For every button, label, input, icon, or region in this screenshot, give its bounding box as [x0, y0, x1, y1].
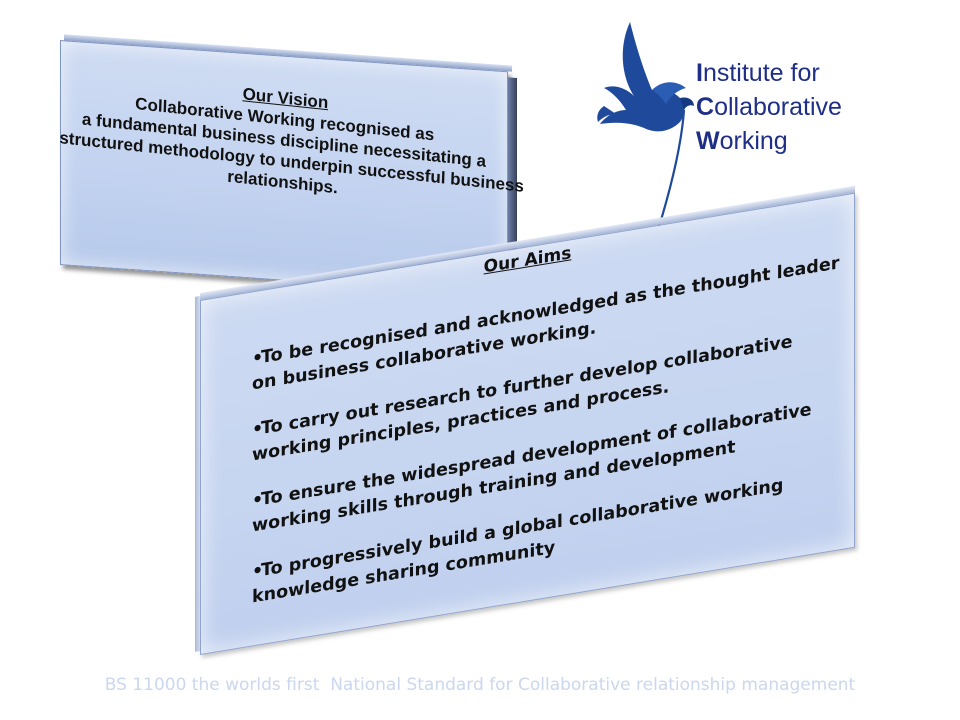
logo-line-collaborative: Collaborative [696, 90, 842, 124]
footer-standard-text: BS 11000 the worlds first National Stand… [104, 675, 856, 695]
logo-initial-i: I [696, 59, 703, 87]
bullet-icon: • [252, 347, 264, 370]
bullet-icon: • [252, 418, 264, 441]
logo-initial-c: C [696, 93, 715, 121]
logo-line-working: Working [696, 124, 842, 158]
logo-line-institute: Institute for [696, 56, 842, 90]
bullet-icon: • [252, 560, 264, 583]
logo-rest-working: orking [719, 127, 788, 155]
logo-initial-w: W [696, 127, 720, 155]
bullet-icon: • [252, 489, 264, 512]
logo-rest-institute: nstitute for [702, 59, 820, 87]
logo-text: Institute for Collaborative Working [696, 56, 842, 158]
dove-icon [597, 22, 694, 231]
institute-logo: Institute for Collaborative Working [596, 18, 856, 238]
logo-rest-collaborative: ollaborative [714, 93, 842, 121]
